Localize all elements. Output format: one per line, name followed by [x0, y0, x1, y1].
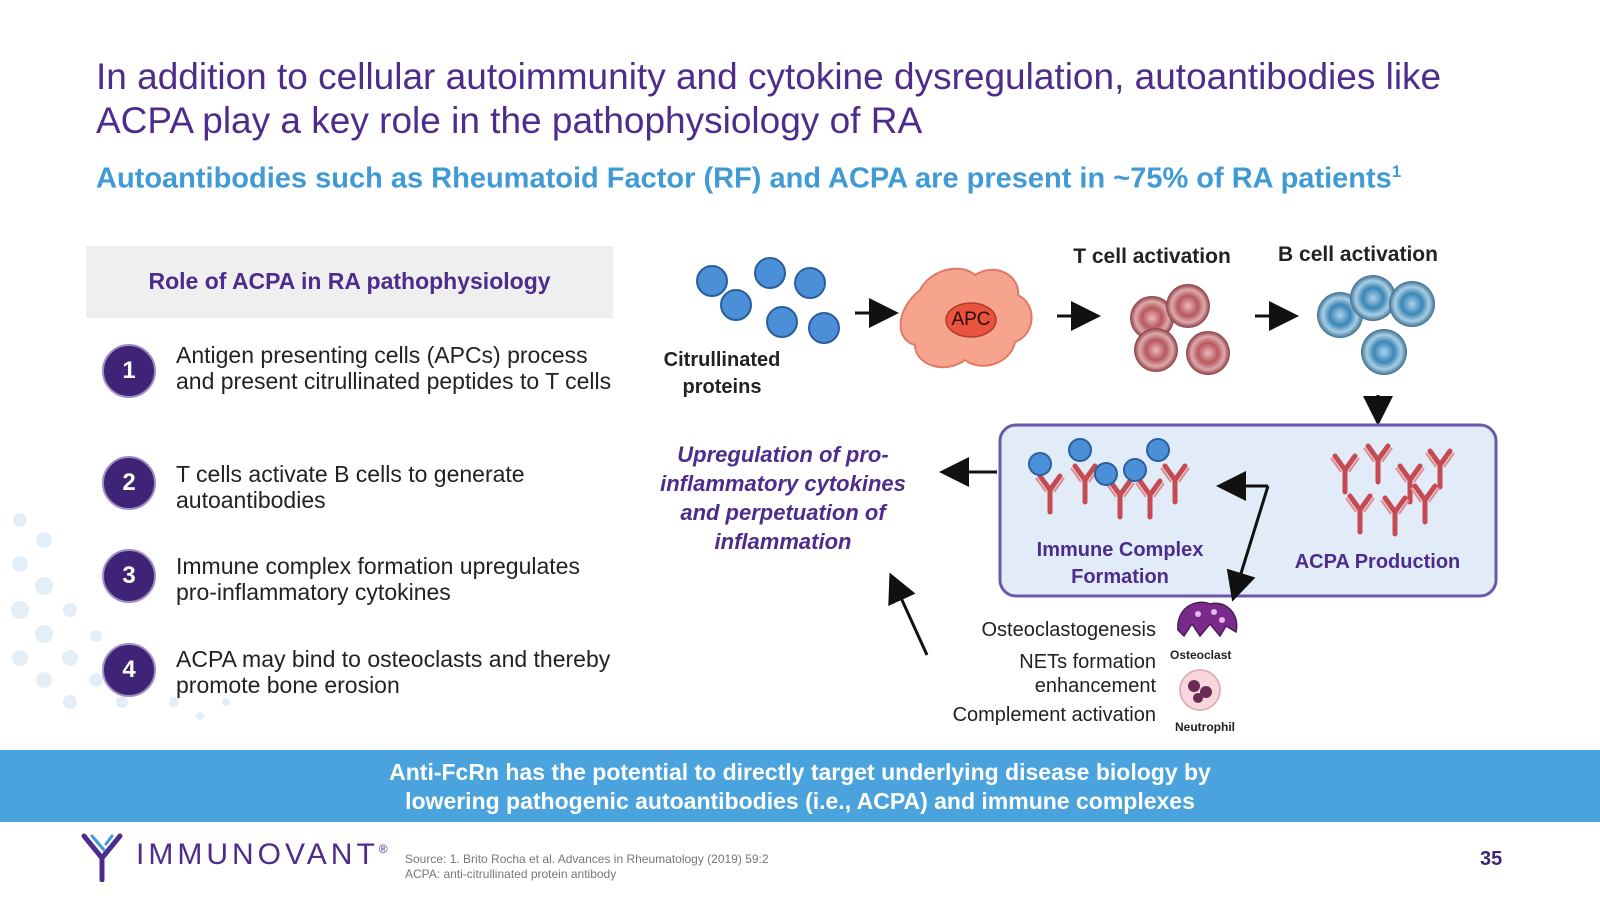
immunovant-logo-icon: [81, 833, 123, 882]
role-title-box: [86, 246, 613, 318]
pathophysiology-diagram: [696, 257, 1498, 711]
acpa-production-label: ACPA Production: [1294, 551, 1461, 573]
conclusion-banner-text: Anti-FcRn has the potential to directly …: [200, 758, 1400, 816]
immune-complex-graphic: [1028, 438, 1189, 517]
arrow-to-osteoclast: [1226, 485, 1270, 602]
conclusion-banner: [0, 750, 1600, 822]
osteoclastogenesis-label: Osteoclastogenesis: [981, 619, 1156, 641]
step-number-3: 3: [102, 549, 156, 603]
banner-line2: lowering pathogenic autoantibodies (i.e.…: [405, 788, 1195, 814]
step-number-2: 2: [102, 456, 156, 510]
page-number: 35: [1480, 848, 1503, 870]
arrow-effects-to-upregulation: [888, 572, 929, 656]
osteoclast-icon: [1177, 601, 1238, 638]
step-text-1: Antigen presenting cells (APCs) process …: [176, 342, 612, 394]
neutrophil-icon: [1179, 669, 1221, 711]
step-number-4: 4: [102, 643, 156, 697]
source-note: Source: 1. Brito Rocha et al. Advances i…: [405, 852, 769, 882]
source-line2: ACPA: anti-citrullinated protein antibod…: [405, 867, 617, 881]
t-cell-group: [1130, 284, 1230, 375]
complement-label: Complement activation: [952, 704, 1156, 726]
step-text-4: ACPA may bind to osteoclasts and thereby…: [176, 646, 611, 698]
banner-line1: Anti-FcRn has the potential to directly …: [389, 759, 1211, 785]
b-cell-group: [1317, 275, 1435, 375]
source-line1: Source: 1. Brito Rocha et al. Advances i…: [405, 852, 769, 866]
nets-label: NETs formation enhancement: [900, 650, 1156, 698]
osteoclast-label: Osteoclast: [1170, 648, 1232, 662]
role-title: Role of ACPA in RA pathophysiology: [148, 268, 551, 294]
page-subtitle: Autoantibodies such as Rheumatoid Factor…: [96, 162, 1536, 196]
step-number-1: 1: [102, 344, 156, 398]
t-cell-activation-label: T cell activation: [1073, 245, 1231, 268]
subtitle-text: Autoantibodies such as Rheumatoid Factor…: [96, 162, 1392, 195]
step-text-3: Immune complex formation upregulates pro…: [176, 553, 580, 605]
citrullinated-proteins-label: Citrullinated proteins: [652, 347, 792, 401]
logo-registered-mark: ®: [378, 842, 392, 856]
immune-complex-label: Immune Complex Formation: [1010, 537, 1230, 591]
citrullinated-line2: proteins: [682, 376, 762, 398]
immune-complex-line2: Formation: [1071, 566, 1169, 588]
neutrophil-label: Neutrophil: [1175, 720, 1235, 734]
immune-complex-line1: Immune Complex: [1036, 539, 1204, 561]
apc-label: APC: [951, 309, 991, 330]
step-text-2: T cells activate B cells to generate aut…: [176, 461, 525, 513]
upregulation-label: Upregulation of pro-inflammatory cytokin…: [660, 442, 906, 554]
b-cell-activation-label: B cell activation: [1278, 243, 1438, 266]
nets-line2: enhancement: [1034, 675, 1156, 697]
subtitle-footnote-marker: 1: [1391, 162, 1402, 181]
logo-wordmark: IMMUNOVANT: [136, 838, 379, 871]
citrullinated-protein-dots: [696, 257, 840, 344]
nets-line1: NETs formation: [1019, 651, 1156, 673]
citrullinated-line1: Citrullinated: [663, 349, 781, 371]
page-title: In addition to cellular autoimmunity and…: [96, 56, 1442, 141]
immunovant-logo-text: IMMUNOVANT®: [136, 838, 392, 872]
